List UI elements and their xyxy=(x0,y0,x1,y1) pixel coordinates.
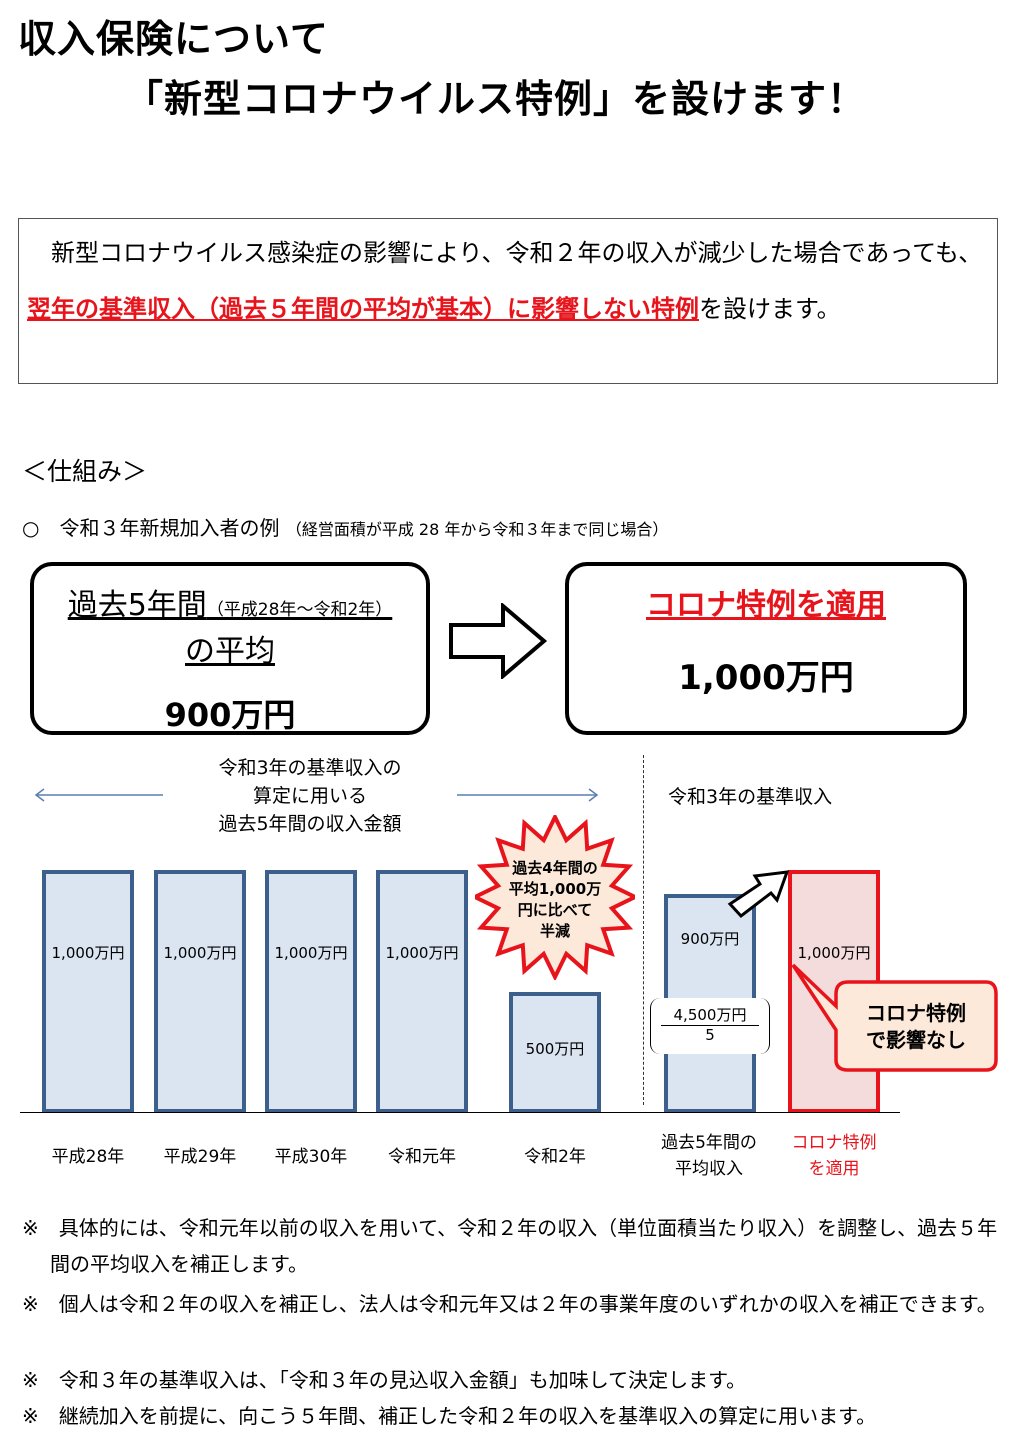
corona-special-title: コロナ特例を適用 xyxy=(646,588,886,623)
note: ※ 継続加入を前提に、向こう５年間、補正した令和２年の収入を基準収入の算定に用い… xyxy=(22,1404,877,1428)
span-arrows xyxy=(34,788,599,802)
title-line2: 「新型コロナウイルス特例」を設けます！ xyxy=(125,77,867,121)
intro-text-end: を設けます。 xyxy=(699,295,841,323)
example-line: ○ 令和３年新規加入者の例 （経営面積が平成 28 年から令和３年まで同じ場合） xyxy=(22,512,668,541)
divider-line xyxy=(643,755,644,1105)
fraction-numerator: 4,500万円 xyxy=(661,1004,759,1026)
bar-label: 1,000万円 xyxy=(51,944,125,962)
starburst-shape xyxy=(475,815,635,980)
up-right-arrow-icon xyxy=(727,870,790,919)
category-label: 過去5年間の平均収入 xyxy=(661,1133,757,1179)
corona-special-value: 1,000万円 xyxy=(678,658,854,698)
corona-special-box: コロナ特例を適用 1,000万円 xyxy=(565,562,967,735)
category-label: 平成29年 xyxy=(163,1147,237,1167)
note: ※ 具体的には、令和元年以前の収入を用いて、令和２年の収入（単位面積当たり収入）… xyxy=(22,1216,998,1276)
bar-label: 1,000万円 xyxy=(274,944,348,962)
span-label-line: 過去5年間の収入金額 xyxy=(218,813,402,835)
past-average-value: 900万円 xyxy=(164,696,296,734)
callout-line: コロナ特例 xyxy=(866,1001,966,1025)
category-label: コロナ特例を適用 xyxy=(791,1133,877,1179)
right-arrow-icon xyxy=(449,603,548,679)
starburst-line: 半減 xyxy=(539,922,570,940)
fraction-denominator: 5 xyxy=(705,1026,715,1044)
category-label: 平成28年 xyxy=(51,1147,125,1167)
mechanism-heading: ＜仕組み＞ xyxy=(22,457,148,486)
example-label: ○ 令和３年新規加入者の例 xyxy=(22,516,280,540)
baseline xyxy=(20,1112,900,1113)
starburst-line: 過去4年間の xyxy=(512,859,598,877)
bar: 1,000万円 xyxy=(265,870,357,1113)
starburst-line: 平均1,000万 xyxy=(508,880,602,898)
bar-label: 1,000万円 xyxy=(163,944,237,962)
base-income-label: 令和3年の基準収入 xyxy=(668,786,833,808)
intro-text: 新型コロナウイルス感染症の影響により、令和２年の収入が減少した場合であっても、 xyxy=(27,239,983,267)
bar: 1,000万円 xyxy=(376,870,468,1113)
starburst-line: 円に比べて xyxy=(517,901,593,919)
intro-box: 新型コロナウイルス感染症の影響により、令和２年の収入が減少した場合であっても、翌… xyxy=(18,218,998,384)
bar: 500万円 xyxy=(509,991,601,1113)
category-label: 令和2年 xyxy=(524,1147,586,1167)
intro-highlight: 翌年の基準収入（過去５年間の平均が基本）に影響しない特例 xyxy=(27,295,699,323)
average-label: の平均 xyxy=(185,634,275,669)
span-label-line: 算定に用いる xyxy=(252,785,367,807)
bar-label: 1,000万円 xyxy=(797,944,871,962)
fraction-box: 4,500万円 5 xyxy=(650,998,770,1054)
callout-text: コロナ特例で影響なし xyxy=(836,1000,996,1054)
category-label: 平成30年 xyxy=(274,1147,348,1167)
starburst-text: 過去4年間の平均1,000万円に比べて半減 xyxy=(495,858,615,942)
span-label: 令和3年の基準収入の 算定に用いる 過去5年間の収入金額 xyxy=(170,754,450,838)
callout-bubble xyxy=(791,963,998,1072)
title-line1: 収入保険について xyxy=(18,17,329,61)
example-note: （経営面積が平成 28 年から令和３年まで同じ場合） xyxy=(285,520,669,539)
note: ※ 令和３年の基準収入は、「令和３年の見込収入金額」も加味して決定します。 xyxy=(22,1368,747,1392)
span-label-line: 令和3年の基準収入の xyxy=(218,757,402,779)
note: ※ 個人は令和２年の収入を補正し、法人は令和元年又は２年の事業年度のいずれかの収… xyxy=(22,1292,997,1316)
past-5-years: 過去5年間 xyxy=(67,588,207,623)
period: （平成28年～令和2年） xyxy=(206,600,393,620)
bar: 1,000万円 xyxy=(42,870,134,1113)
bar-label: 1,000万円 xyxy=(385,944,459,962)
past-average-box: 過去5年間（平成28年～令和2年） の平均 900万円 xyxy=(30,562,430,735)
category-label: 令和元年 xyxy=(388,1147,456,1167)
bar: 1,000万円 xyxy=(154,870,246,1113)
bar-label: 900万円 xyxy=(680,930,740,949)
past-average-title: 過去5年間（平成28年～令和2年） xyxy=(34,580,426,624)
callout-line: で影響なし xyxy=(866,1028,966,1052)
bar-label: 500万円 xyxy=(525,1039,585,1058)
